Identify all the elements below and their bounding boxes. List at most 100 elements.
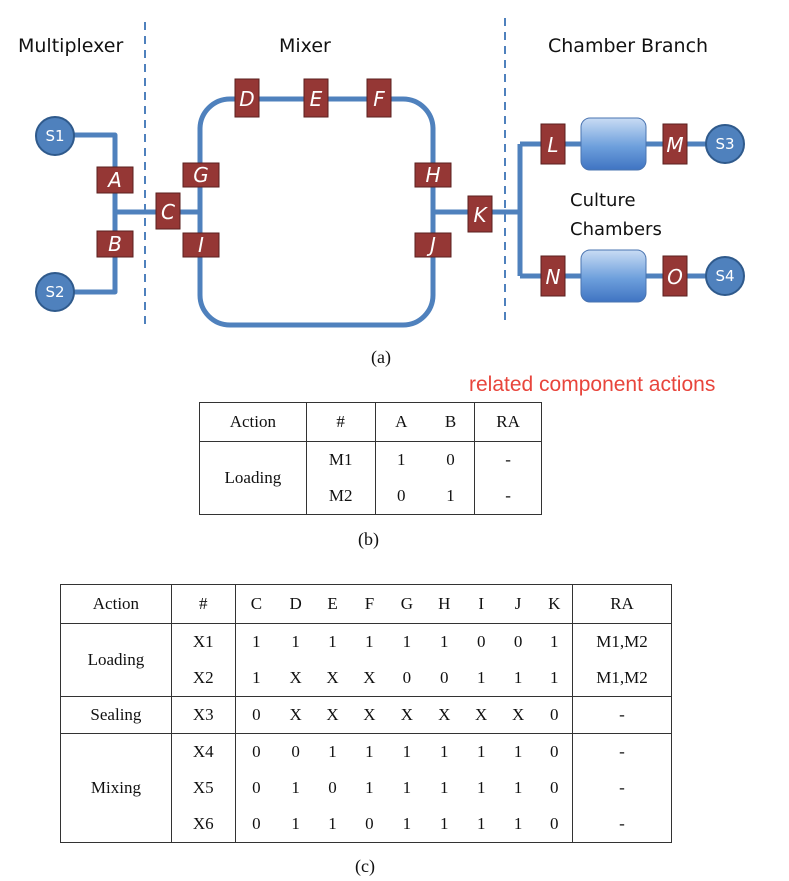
table-c-header-k: K	[536, 584, 573, 624]
table-cell: -	[572, 770, 672, 806]
table-cell: 0	[550, 778, 559, 797]
svg-text:S4: S4	[715, 267, 734, 285]
table-cell: 1	[513, 778, 523, 797]
table-cell: 0	[446, 450, 455, 469]
table-row: Mixing X4 0 0 1 1 1 1 1 1 0 -	[60, 733, 672, 843]
table-cell: X	[499, 696, 537, 734]
port-s1: S1	[35, 116, 75, 156]
table-row: Loading X1 1 1 1 1 1 1 0 0 1 M1,M2	[61, 623, 672, 669]
valve-f: F	[366, 78, 392, 118]
table-cell: 0	[277, 733, 315, 770]
table-cell: 0	[234, 806, 278, 843]
related-actions-note: related component actions	[469, 373, 715, 396]
table-cell: -	[474, 441, 542, 478]
table-cell: 1	[425, 733, 463, 770]
valves: A B C D E F G H I J K L M N O	[96, 78, 688, 297]
table-cell: X	[277, 696, 315, 734]
port-s4: S4	[705, 256, 745, 296]
svg-text:O: O	[667, 265, 683, 289]
table-cell: -	[572, 733, 672, 770]
valve-c: C	[155, 192, 181, 230]
table-c-header-i: I	[462, 584, 500, 624]
chambers-label: Chambers	[570, 219, 662, 240]
svg-text:S1: S1	[45, 127, 64, 145]
table-cell: 1	[402, 778, 412, 797]
port-s3: S3	[705, 124, 745, 164]
svg-text:B: B	[108, 232, 122, 256]
svg-text:C: C	[161, 200, 175, 224]
table-cell: -	[572, 696, 672, 734]
table-c-header-g: G	[387, 584, 426, 624]
table-c-header-id: #	[170, 584, 236, 624]
table-b-group-loading: Loading	[224, 468, 282, 487]
table-cell: 1	[513, 668, 523, 687]
valve-m: M	[662, 123, 688, 165]
table-cell: 0	[234, 733, 278, 770]
table-cell: 1	[440, 632, 449, 651]
svg-text:S3: S3	[715, 135, 734, 153]
table-cell: M1,M2	[572, 623, 672, 660]
table-b-header-ra: RA	[474, 402, 542, 442]
caption-a: (a)	[371, 347, 391, 368]
culture-chamber-top	[580, 117, 647, 171]
table-cell: 0	[402, 668, 412, 687]
table-c-header-action: Action	[60, 584, 172, 624]
table-cell: 1	[499, 733, 537, 770]
svg-text:K: K	[473, 203, 488, 227]
table-cell: 1	[402, 814, 412, 833]
table-cell: 1	[440, 778, 449, 797]
table-cell: M1,M2	[572, 660, 672, 697]
table-cell: 1	[291, 778, 300, 797]
table-cell: 0	[365, 814, 374, 833]
svg-text:D: D	[239, 87, 254, 111]
table-c-header-row: Action # C D E F G H I J K RA	[60, 584, 672, 624]
table-cell: 1	[291, 814, 300, 833]
culture-chamber-bottom	[580, 249, 647, 303]
table-c-group-sealing: Sealing	[60, 696, 172, 734]
table-cell: 0	[234, 770, 278, 806]
table-cell: 1	[291, 632, 300, 651]
table-b-header-row: Action # A B RA	[199, 402, 542, 442]
table-cell: M1	[305, 441, 376, 478]
table-cell: 1	[462, 733, 500, 770]
table-cell: 1	[328, 814, 337, 833]
table-cell: -	[474, 478, 542, 515]
table-cell: 0	[234, 696, 278, 734]
table-cell: 1	[513, 814, 523, 833]
table-cell: 1	[328, 632, 337, 651]
table-cell: 1	[234, 623, 278, 660]
table-row: X6 0 1 1 0 1 1 1 1 0 -	[61, 806, 672, 843]
valve-o: O	[662, 255, 688, 297]
caption-c: (c)	[355, 856, 375, 877]
svg-text:F: F	[373, 87, 385, 111]
table-c-header-ra: RA	[572, 584, 672, 624]
table-row: Sealing X3 0 X X X X X X X 0 -	[60, 696, 672, 734]
table-b-header-action: Action	[199, 402, 307, 442]
valve-b: B	[96, 230, 134, 258]
table-cell: 1	[550, 632, 559, 651]
svg-text:L: L	[547, 133, 558, 157]
table-cell: 0	[536, 696, 573, 734]
table-cell: 1	[476, 668, 486, 687]
caption-b: (b)	[358, 529, 379, 550]
table-b-header-id: #	[305, 402, 376, 442]
multiplexer-title: Multiplexer	[18, 35, 123, 57]
svg-text:M: M	[666, 133, 683, 157]
table-c-header-e: E	[314, 584, 351, 624]
table-cell: X3	[170, 696, 236, 734]
valve-a: A	[96, 166, 134, 194]
chamber-branch-title: Chamber Branch	[548, 35, 708, 57]
table-cell: 1	[365, 778, 374, 797]
svg-text:G: G	[193, 163, 209, 187]
table-cell: X5	[170, 770, 236, 806]
table-row: M2 0 1 -	[200, 478, 542, 515]
table-c: Action # C D E F G H I J K RA Loading X1…	[60, 584, 672, 843]
table-cell: 0	[550, 814, 559, 833]
svg-text:I: I	[198, 233, 204, 257]
table-cell: 1	[476, 778, 486, 797]
table-cell: X6	[170, 806, 236, 843]
table-row: Loading M1 1 0 -	[200, 441, 542, 487]
valve-k: K	[467, 195, 493, 233]
svg-text:H: H	[425, 163, 440, 187]
